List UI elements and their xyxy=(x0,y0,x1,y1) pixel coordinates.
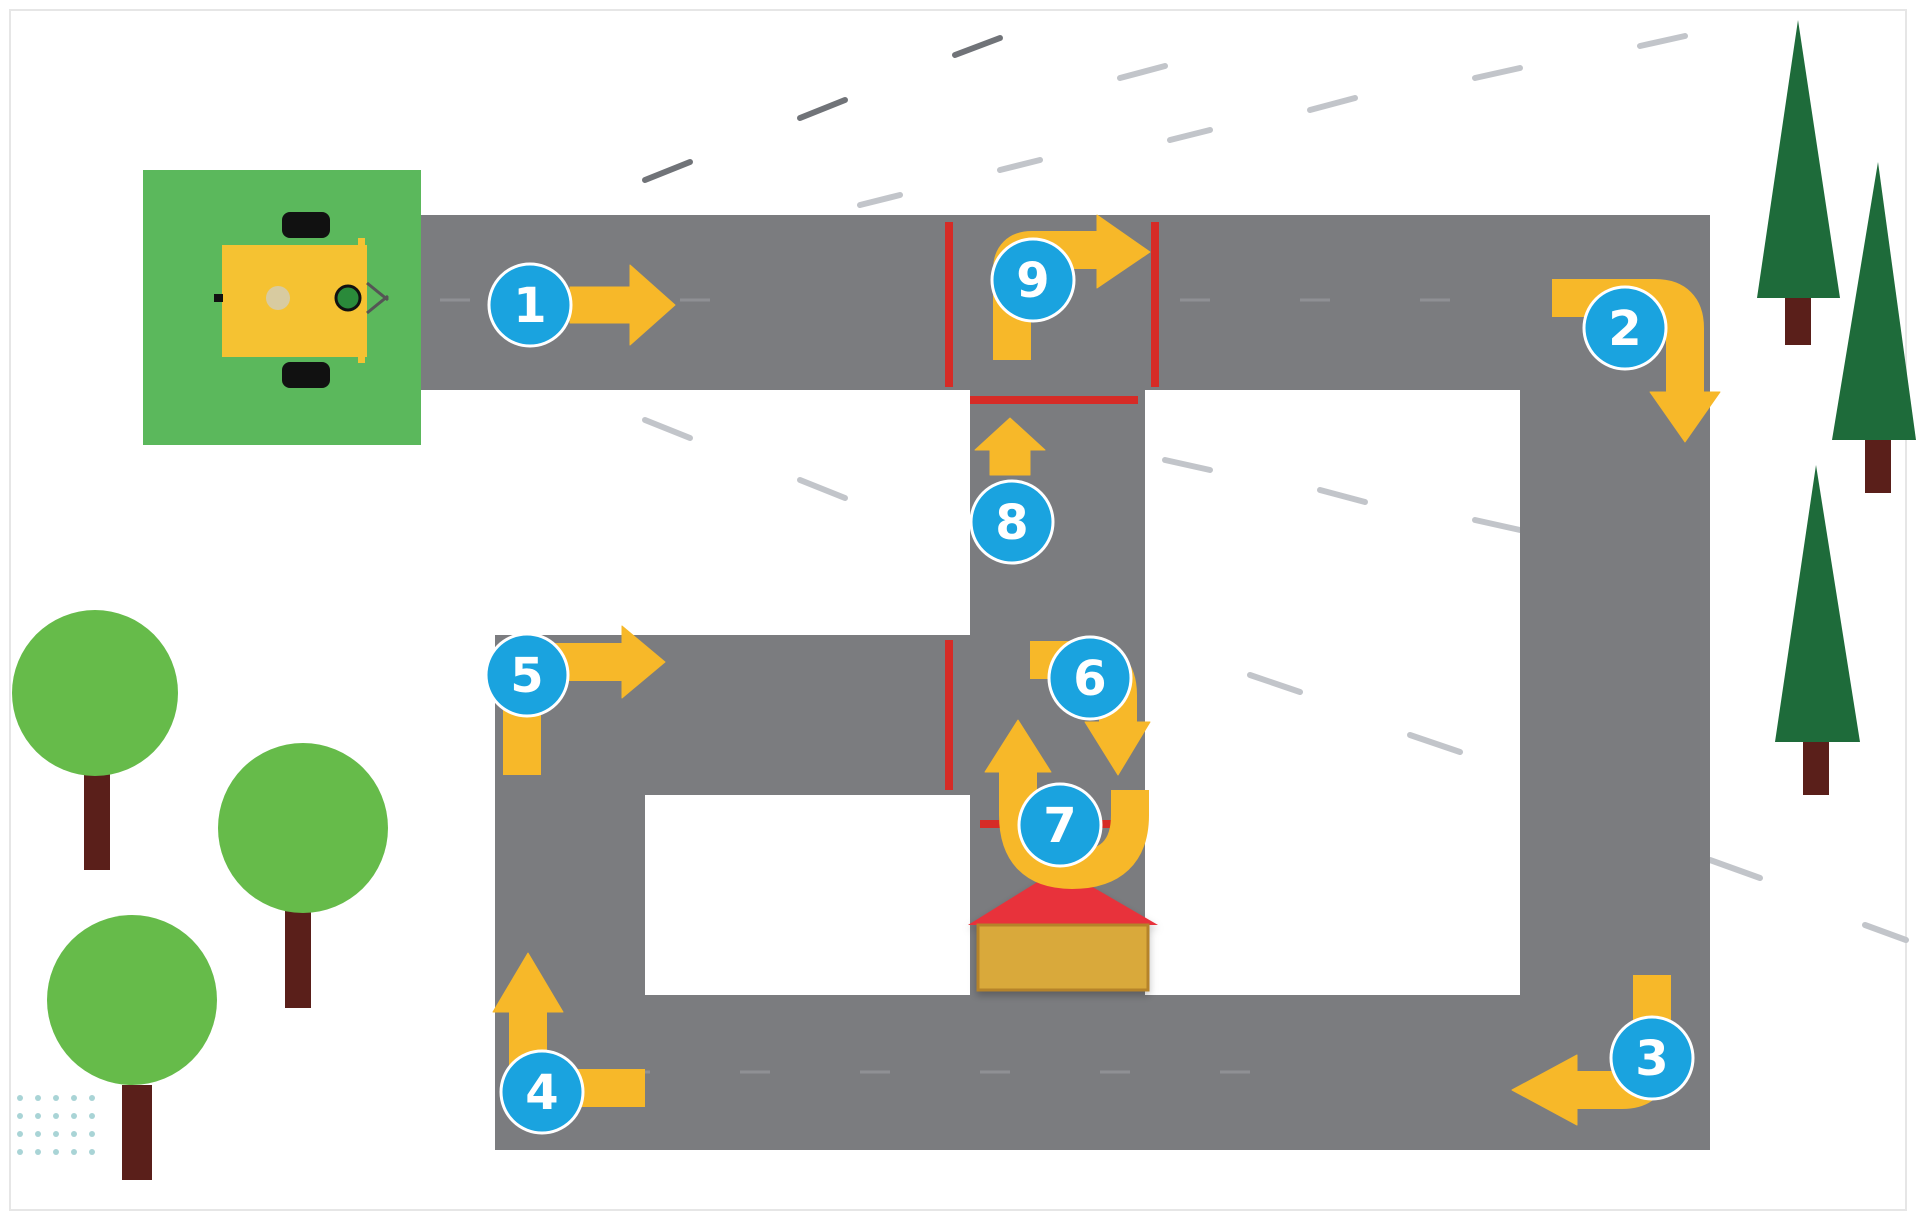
step-badge-5: 5 xyxy=(486,634,568,716)
stop-line xyxy=(1151,222,1159,387)
step-badge-8: 8 xyxy=(971,481,1053,563)
step-number: 9 xyxy=(1016,253,1049,309)
step-badge-6: 6 xyxy=(1049,637,1131,719)
start-area xyxy=(143,170,421,445)
stop-line xyxy=(945,222,953,387)
step-number: 8 xyxy=(995,495,1028,551)
step-number: 1 xyxy=(513,278,546,334)
step-number: 6 xyxy=(1073,651,1106,707)
step-badge-3: 3 xyxy=(1611,1017,1693,1099)
step-number: 5 xyxy=(510,648,543,704)
step-badge-2: 2 xyxy=(1584,287,1666,369)
step-number: 7 xyxy=(1043,798,1076,854)
stop-line xyxy=(945,640,953,790)
step-badge-4: 4 xyxy=(501,1051,583,1133)
step-badge-7: 7 xyxy=(1019,784,1101,866)
step-badge-1: 1 xyxy=(489,264,571,346)
stop-line xyxy=(970,396,1138,404)
step-number: 3 xyxy=(1635,1031,1668,1087)
step-number: 4 xyxy=(525,1065,558,1121)
step-badge-9: 9 xyxy=(992,239,1074,321)
step-number: 2 xyxy=(1608,301,1641,357)
